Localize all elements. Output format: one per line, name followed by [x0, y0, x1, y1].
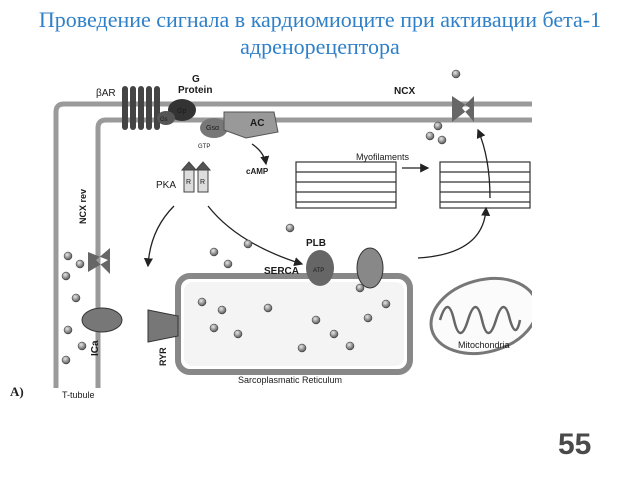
- mitochondria-label: Mitochondria: [458, 340, 510, 350]
- t-tubule-label: T-tubule: [62, 390, 95, 398]
- gs-label: Gs: [160, 117, 168, 123]
- ryr-label: RYR: [158, 347, 168, 366]
- g-label: G: [192, 74, 200, 85]
- protein-label: Protein: [178, 85, 212, 96]
- serca-pump: [306, 250, 334, 286]
- ac-label: AC: [250, 118, 264, 129]
- pka: [180, 161, 212, 193]
- adenylyl-cyclase: [223, 111, 279, 139]
- sr-label: Sarcoplasmatic Reticulum: [238, 375, 342, 385]
- gsa-label: Gsα: [206, 125, 219, 132]
- g-protein: [157, 99, 228, 138]
- cell-membrane: [53, 101, 532, 388]
- pka-label: PKA: [156, 180, 176, 191]
- plb-label: PLB: [306, 238, 326, 249]
- r-label-1: R: [186, 179, 191, 186]
- bar-label: βAR: [96, 88, 116, 99]
- plb-protein: [356, 247, 384, 289]
- myofilaments-label: Myofilaments: [356, 152, 410, 162]
- mitochondria: [429, 277, 532, 355]
- gtp-label: GTP: [198, 144, 210, 150]
- ncx-rev-label: NCX rev: [78, 189, 88, 224]
- serca-label: SERCA: [264, 266, 299, 277]
- ncx-label: NCX: [394, 86, 415, 97]
- beta-receptor: [122, 86, 160, 130]
- gp-label: Gp: [177, 108, 186, 115]
- slide-number: 55: [558, 428, 592, 461]
- slide-title: Проведение сигнала в кардиомиоците при а…: [38, 7, 602, 59]
- r-label-2: R: [200, 179, 205, 186]
- ryr-channel: [147, 309, 179, 343]
- camp-label: cAMP: [246, 167, 269, 176]
- atp-label: ATP: [313, 268, 324, 274]
- ncx-rev-transporter: [88, 248, 110, 274]
- signal-arrows: [143, 128, 491, 268]
- myofilaments: [295, 161, 531, 209]
- ica-label: ICa: [90, 340, 101, 356]
- ica-channel: [81, 307, 123, 333]
- panel-label: A): [10, 384, 24, 399]
- ncx-transporter: [452, 96, 474, 122]
- cardiomyocyte-diagram: βAR G Protein Gs Gp Gsα GTP AC cAMP NCX …: [53, 69, 532, 398]
- calcium-ions: [61, 69, 461, 365]
